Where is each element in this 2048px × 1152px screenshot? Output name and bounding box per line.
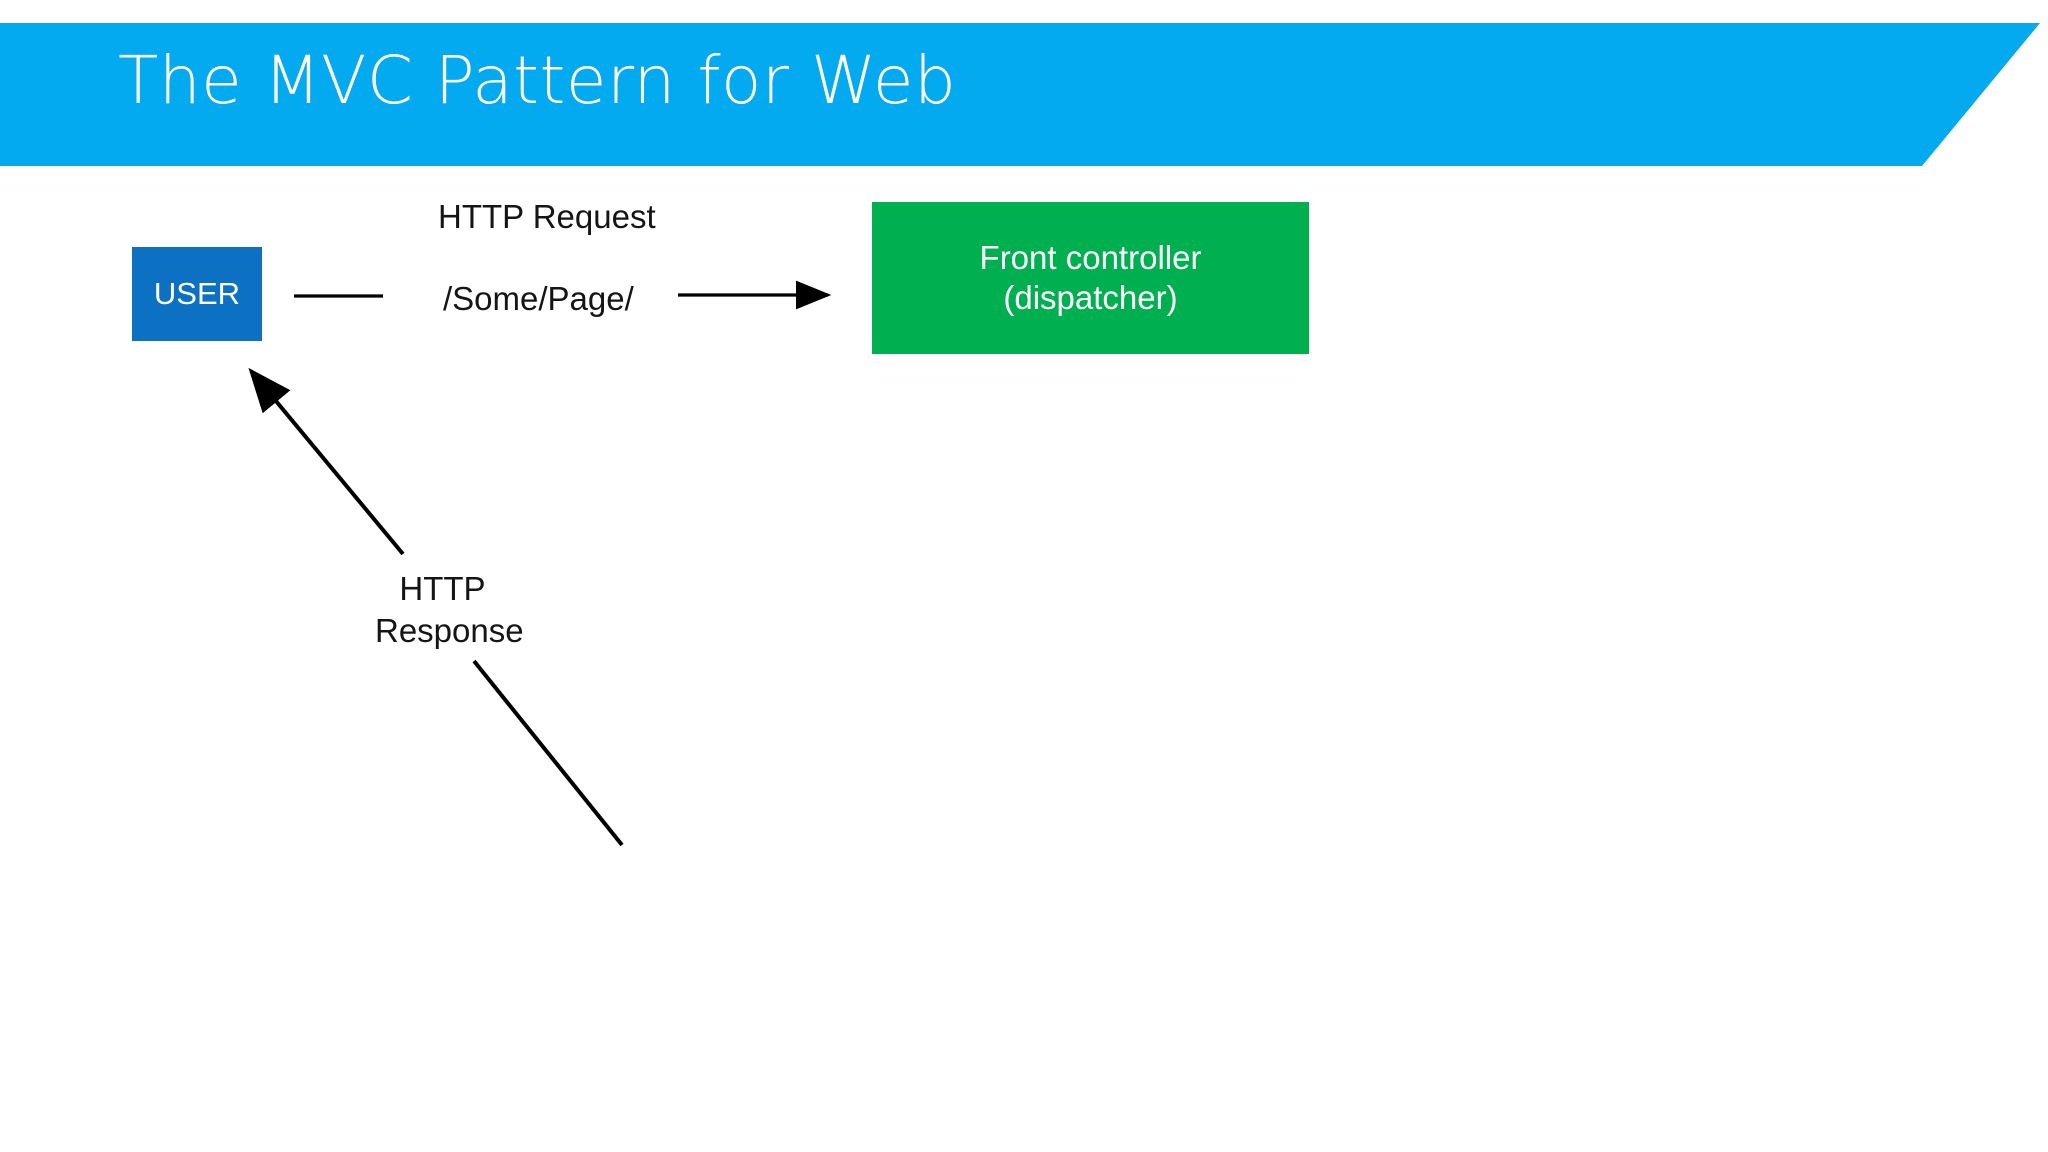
node-front-controller-label-line2: (dispatcher) bbox=[1003, 279, 1178, 316]
node-user[interactable]: USER bbox=[132, 247, 262, 341]
edge-label-http-response: HTTP Response bbox=[375, 568, 524, 652]
node-front-controller-label-line1: Front controller bbox=[979, 238, 1202, 276]
response-arrow-line-upper bbox=[248, 367, 405, 556]
node-front-controller[interactable]: Front controller (dispatcher) bbox=[872, 202, 1309, 354]
page-title: The MVC Pattern for Web bbox=[118, 42, 957, 119]
title-banner bbox=[0, 23, 2040, 166]
edge-label-http-response-line1: HTTP bbox=[399, 570, 486, 607]
edge-label-http-request: HTTP Request bbox=[438, 198, 656, 235]
response-arrow-line-lower bbox=[472, 659, 624, 847]
edge-label-http-response-line2: Response bbox=[375, 612, 524, 650]
node-user-label: USER bbox=[153, 276, 241, 312]
edge-label-request-path: /Some/Page/ bbox=[443, 280, 634, 317]
